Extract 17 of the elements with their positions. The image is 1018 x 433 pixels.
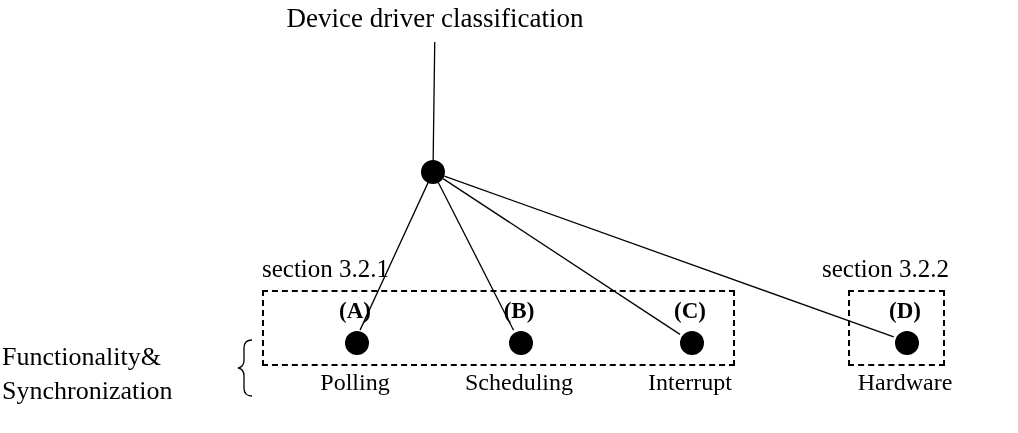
title-text: Device driver classification [270,2,600,42]
section-heading: section 3.2.2 [822,256,950,281]
item-name: Polling [319,370,391,394]
connector-line [359,182,429,331]
item-name: Hardware [856,370,954,394]
side-label: Functionality& Synchronization [2,341,174,407]
item-name: Scheduling [464,370,574,394]
connector-line [437,182,515,331]
item-letter: (D) [888,299,922,322]
item-letter: (C) [673,299,707,322]
connector-line [432,41,436,161]
connector-line [443,175,895,338]
section-heading: section 3.2.1 [262,256,390,281]
item-letter: (B) [502,299,536,322]
item-letter: (A) [338,299,372,322]
item-name: Interrupt [647,370,733,394]
connector-line [442,177,681,336]
